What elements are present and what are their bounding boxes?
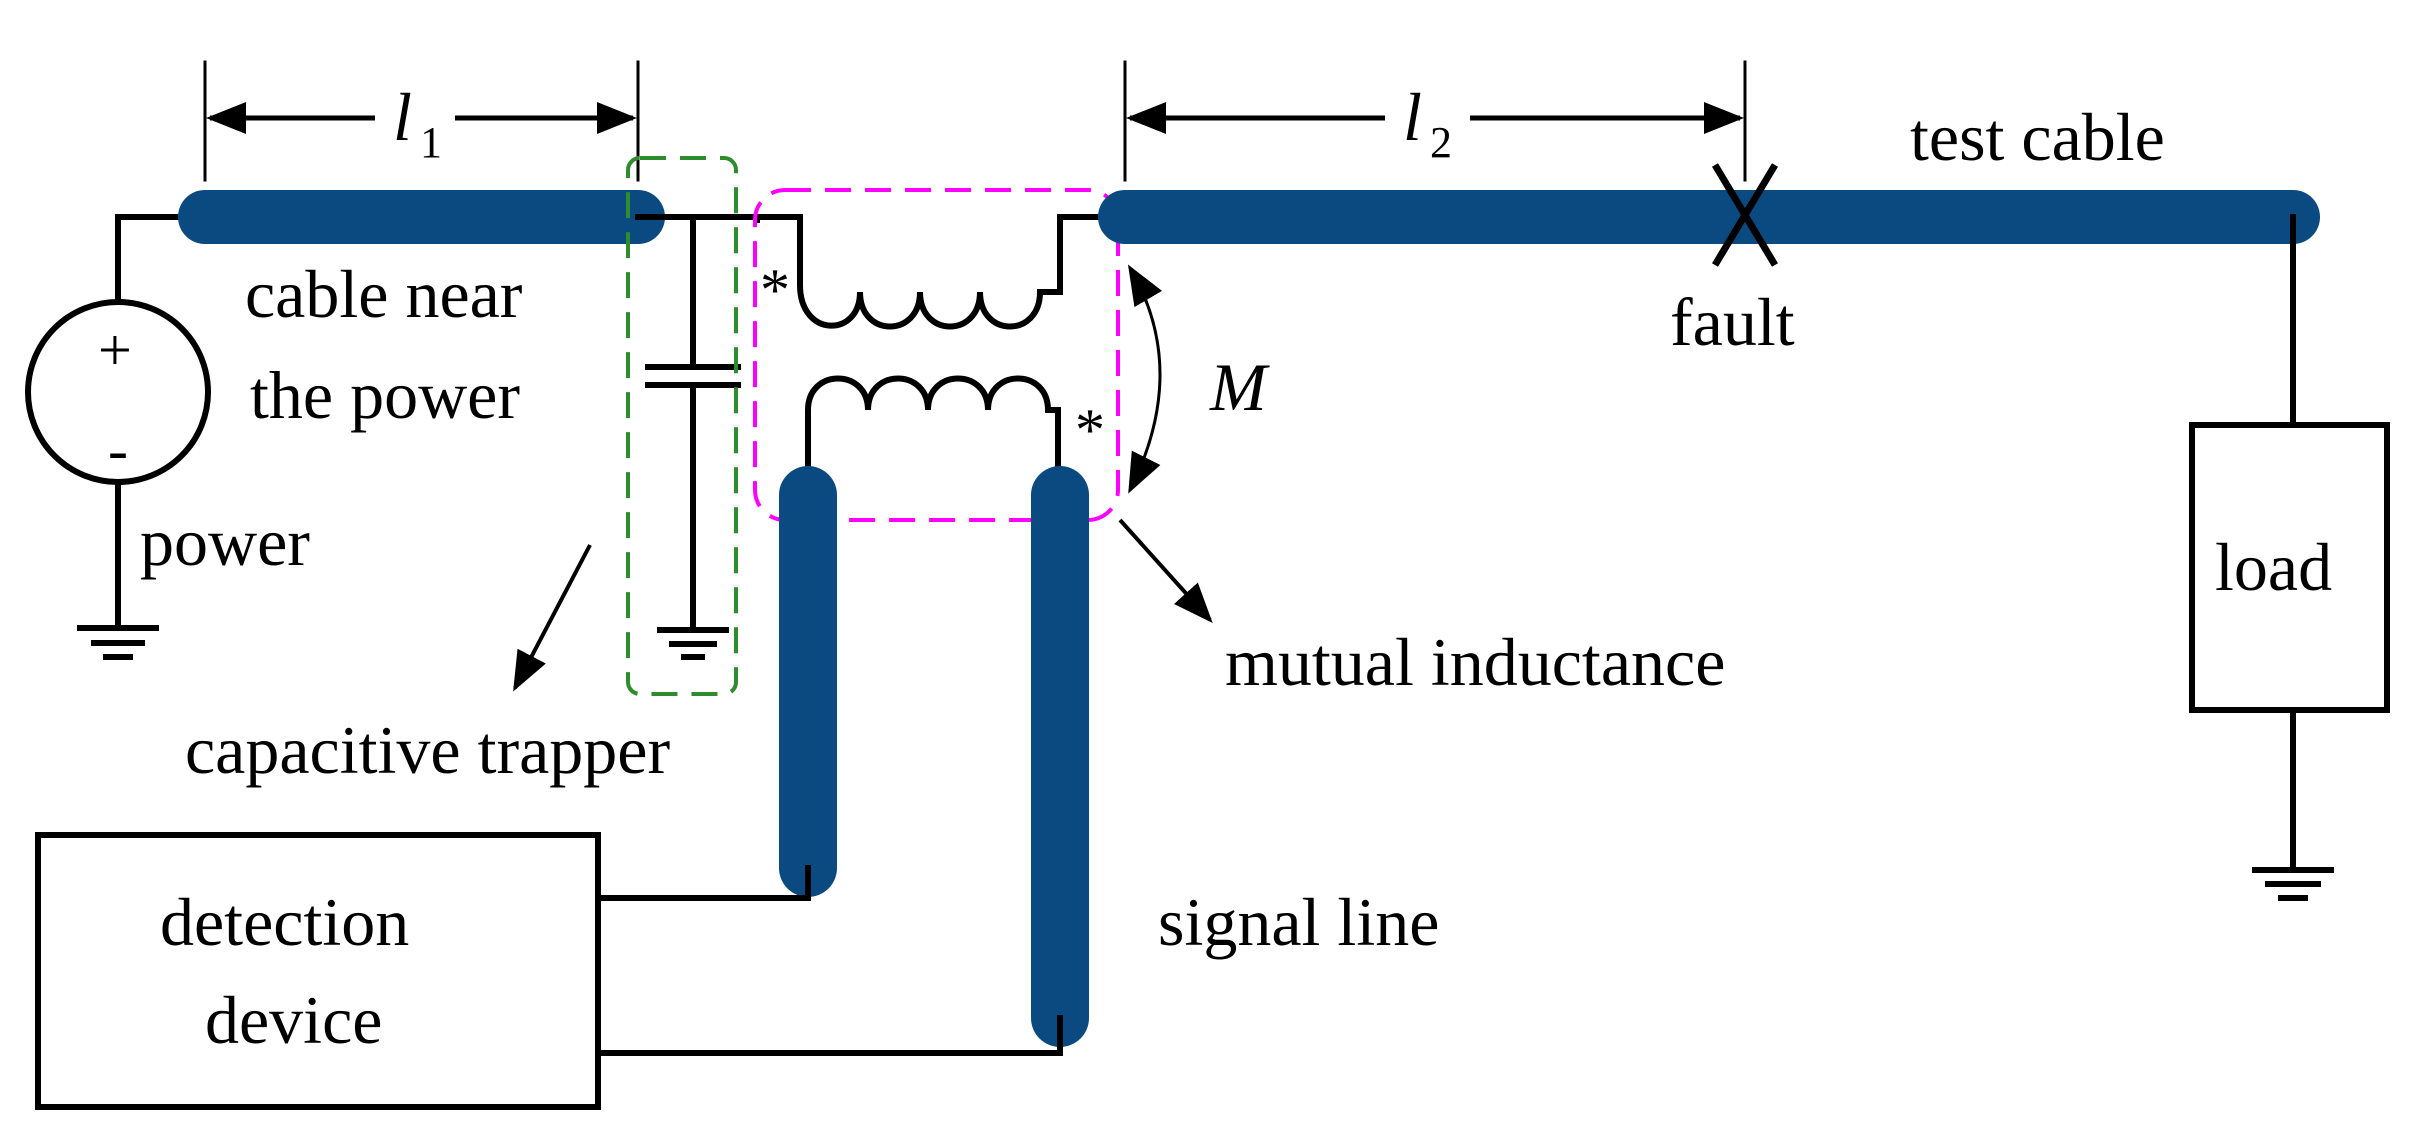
m-label: M [1209, 349, 1270, 425]
detection-device-box [35, 832, 601, 1110]
transformer: * * [753, 188, 1128, 522]
node-wire [635, 214, 760, 223]
trapper-pointer-arrow [513, 544, 592, 692]
mutual-dashed-box [753, 188, 1120, 522]
l1-subscript: 1 [420, 118, 442, 167]
capacitive-trapper [626, 156, 741, 696]
load: load [2189, 214, 2390, 901]
l2-label: l [1403, 79, 1422, 155]
fault-label: fault [1670, 284, 1795, 360]
plus-sign: + [98, 317, 132, 383]
primary-coil-icon [754, 214, 1128, 330]
dimension-l1: l 1 [203, 60, 640, 182]
signal-line-label: signal line [1158, 884, 1439, 960]
load-box [2189, 422, 2390, 713]
load-label: load [2215, 529, 2332, 605]
cable-near-label-line2: the power [250, 357, 520, 433]
cable-near-label-line1: cable near [245, 256, 523, 332]
ground-icon [2252, 867, 2334, 901]
dimension-l2: l 2 [1123, 60, 1747, 182]
capacitive-trapper-label: capacitive trapper [185, 712, 670, 788]
secondary-coil-icon [805, 375, 1061, 475]
primary-dot-marker: * [760, 257, 790, 323]
secondary-dot-marker: * [1075, 397, 1105, 463]
mutual-pointer-arrow [1118, 518, 1213, 623]
ground-icon [657, 627, 729, 660]
minus-sign: - [108, 417, 128, 483]
power-label: power [140, 504, 310, 580]
detection-label-line1: detection [160, 884, 409, 960]
power-source: + - power [25, 214, 310, 660]
l2-subscript: 2 [1430, 118, 1452, 167]
detection-device: detection device [35, 832, 601, 1110]
detection-wire-left [595, 865, 811, 901]
mutual-inductance-label: mutual inductance [1225, 624, 1725, 700]
detection-label-line2: device [205, 982, 382, 1058]
detection-wire-right [595, 1015, 1063, 1056]
ground-icon [77, 625, 159, 660]
l1-label: l [393, 79, 412, 155]
trapper-dashed-box [626, 156, 738, 696]
fault-x-icon [1711, 163, 1779, 267]
mutual-coupling-arrow [1127, 264, 1163, 494]
test-cable-label: test cable [1910, 99, 2165, 175]
